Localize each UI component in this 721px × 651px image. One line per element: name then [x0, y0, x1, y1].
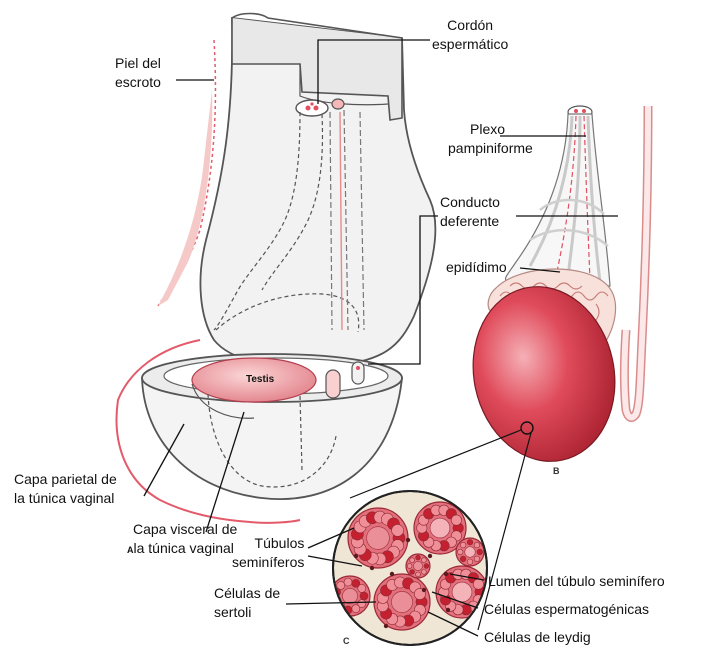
label-celulas-leydig: Células de leydig: [484, 628, 591, 647]
label-lumen: Lumen del túbulo seminífero: [488, 572, 665, 591]
panel-a-scrotal-layers: [117, 14, 436, 523]
leydig-cell: [406, 538, 410, 542]
label-celulas-espermatogenicas: Células espermatogénicas: [484, 600, 649, 619]
leydig-cell: [370, 566, 374, 570]
leydig-cell: [422, 588, 426, 592]
leydig-cell: [384, 624, 388, 628]
leydig-cell: [354, 554, 358, 558]
tubule: [436, 566, 488, 618]
tubule: [330, 576, 370, 616]
label-testis: Testis: [246, 370, 274, 389]
leydig-cell: [390, 572, 394, 576]
tubule: [374, 574, 430, 630]
tubule: [348, 508, 408, 568]
tubule: [406, 554, 430, 578]
label-capa-visceral: Capa visceral de Ala túnica vaginal: [127, 520, 237, 560]
panel-c-histology: [330, 491, 488, 645]
leydig-cell: [446, 608, 450, 612]
leydig-cell: [428, 554, 432, 558]
leydig-cell: [444, 572, 448, 576]
panel-letter-c: C: [343, 636, 350, 646]
panel-letter-b: B: [553, 466, 560, 476]
label-epididimo: epidídimo: [446, 258, 507, 277]
tubule: [456, 538, 484, 566]
